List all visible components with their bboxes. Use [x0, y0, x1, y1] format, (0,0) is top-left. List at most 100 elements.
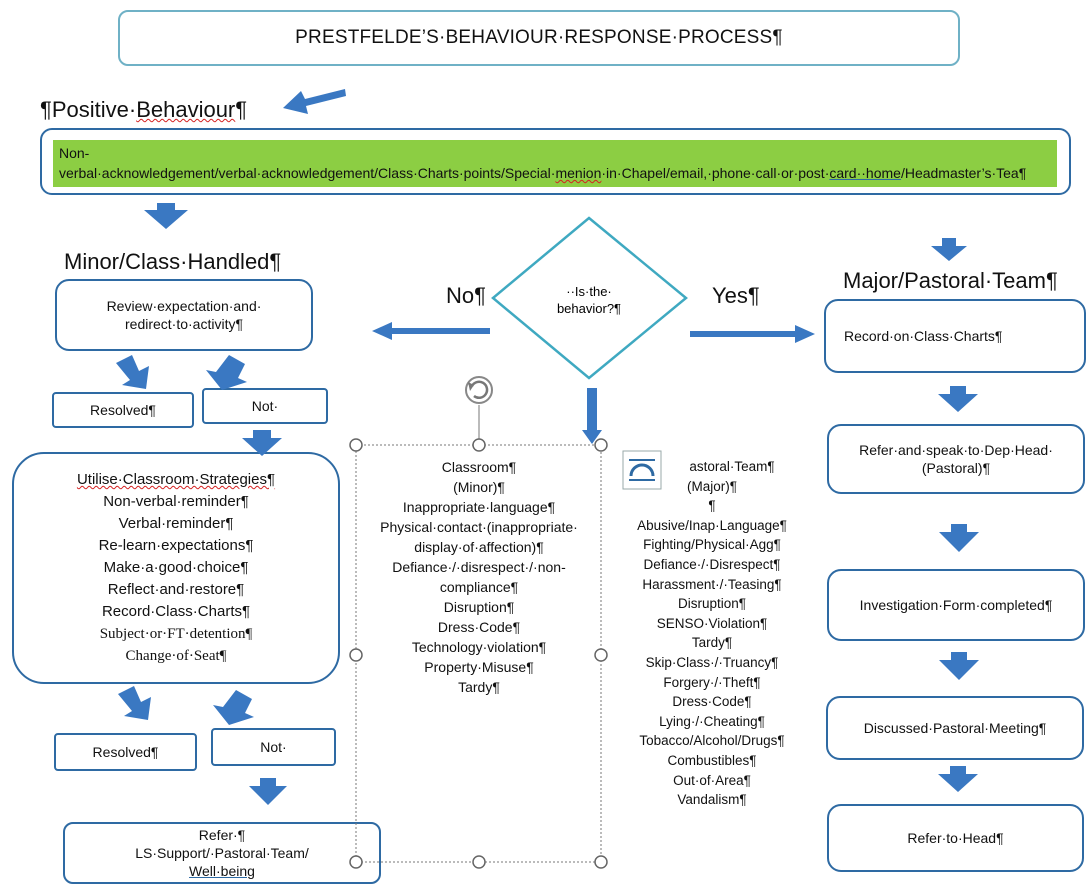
arrow-icon: [938, 766, 978, 792]
strategy-item: Reflect·and·restore¶: [107, 581, 245, 598]
resize-handle: [594, 855, 608, 869]
positive-text-b: menion: [555, 165, 602, 181]
major-step-label: Investigation·Form·completed¶: [859, 597, 1053, 613]
classroom-list-item: Physical·contact·(inappropriate·: [380, 519, 578, 535]
text-wrap-icon[interactable]: [622, 450, 662, 490]
positive-text-c: ·in·Chapel/email,·phone·call·or·post·: [601, 165, 830, 181]
arrow-icon: [144, 203, 188, 229]
arrow-icon: [249, 778, 287, 805]
major-heading: Major/Pastoral·Team¶: [843, 268, 1058, 293]
yes-label: Yes¶: [712, 283, 760, 308]
pastoral-list-item: Tobacco/Alcohol/Drugs¶: [639, 733, 785, 749]
major-step-label: Discussed·Pastoral·Meeting¶: [863, 720, 1047, 736]
pastoral-list-item: Forgery·/·Theft¶: [663, 674, 761, 690]
refer-line-2: LS·Support/·Pastoral·Team/Well·being: [135, 844, 309, 880]
positive-text-a: Non-verbal·acknowledgement/verbal·acknow…: [59, 145, 556, 181]
review-line-2: redirect·to·activity¶: [125, 316, 243, 332]
decision-question: ··Is·the·: [566, 284, 612, 299]
pastoral-list-item: Dress·Code¶: [672, 694, 752, 710]
arrow-icon: [931, 238, 967, 261]
arrow-icon: [690, 325, 815, 343]
pastoral-list-item: Combustibles¶: [667, 752, 757, 768]
classroom-list-item: Disruption¶: [443, 599, 515, 615]
arrow-icon: [582, 388, 602, 444]
classroom-list-item: display·of·affection)¶: [414, 539, 544, 555]
pastoral-list-item: Abusive/Inap·Language¶: [637, 517, 787, 533]
positive-heading-pre: ¶Positive·: [40, 97, 137, 122]
major-step-label: Refer·to·Head¶: [907, 830, 1004, 846]
not-label-2: Not·: [260, 739, 287, 755]
major-step-refer-head: Refer·to·Head¶: [827, 804, 1084, 872]
strategy-item: Change·of·Seat¶: [125, 648, 227, 664]
strategy-item: Make·a·good·choice¶: [103, 559, 249, 576]
pastoral-list-item: astoral·Team¶: [689, 459, 775, 474]
arrow-icon: [242, 430, 282, 456]
arrow-icon: [213, 690, 254, 725]
positive-heading: ¶Positive·Behaviour¶: [40, 97, 247, 123]
strategy-item: Record·Class·Charts¶: [101, 603, 251, 620]
page-title-box: PRESTFELDE’S·BEHAVIOUR·RESPONSE·PROCESS¶: [118, 10, 960, 66]
decision-question: behavior?¶: [557, 301, 621, 316]
resize-handle: [349, 438, 363, 452]
strategy-item: Verbal·reminder¶: [118, 515, 234, 532]
arrow-icon: [939, 652, 979, 680]
positive-text-d: card··home: [829, 165, 901, 181]
classroom-list-item: Dress·Code¶: [437, 619, 521, 635]
resize-handle: [349, 648, 363, 662]
pastoral-list-item: Skip·Class·/·Truancy¶: [645, 654, 779, 670]
pastoral-list-item: (Major)¶: [687, 478, 737, 494]
pastoral-list-item: Harassment·/·Teasing¶: [642, 576, 782, 592]
pastoral-list-item: SENSO·Violation¶: [656, 615, 768, 631]
pastoral-list-item: Out·of·Area¶: [673, 772, 751, 788]
strategy-item: Re-learn·expectations¶: [98, 537, 254, 554]
resize-handle: [594, 648, 608, 662]
positive-text-e: /Headmaster’s·Tea¶: [900, 165, 1027, 181]
classroom-list-item: Technology·violation¶: [411, 639, 547, 655]
pastoral-list-item: ¶: [708, 498, 716, 514]
major-step-record: Record·on·Class·Charts¶: [824, 299, 1086, 373]
classroom-list: Classroom¶ (Minor)¶ Inappropriate·langua…: [362, 457, 596, 697]
pastoral-list-item: Tardy¶: [691, 635, 733, 651]
review-line-1: Review·expectation·and·: [106, 298, 262, 314]
resize-handle: [472, 855, 486, 869]
positive-heading-word: Behaviour: [136, 97, 236, 122]
classroom-list-item: Tardy¶: [458, 679, 500, 695]
minor-heading: Minor/Class·Handled¶: [64, 249, 282, 274]
decision-diamond: [491, 216, 688, 380]
strategies-box: Utilise·Classroom·Strategies¶ Non-verbal…: [12, 452, 340, 684]
page-title: PRESTFELDE’S·BEHAVIOUR·RESPONSE·PROCESS¶: [295, 27, 783, 48]
arrow-icon: [372, 322, 490, 340]
classroom-list-item: Inappropriate·language¶: [402, 499, 556, 515]
pastoral-list-item: Fighting/Physical·Agg¶: [643, 537, 781, 553]
refer-box: Refer·¶ LS·Support/·Pastoral·Team/Well·b…: [63, 822, 381, 884]
not-label-1: Not·: [251, 398, 279, 414]
resolved-label-1: Resolved¶: [90, 402, 156, 418]
resolved-box-2: Resolved¶: [54, 733, 197, 771]
not-box-1: Not·: [202, 388, 328, 424]
classroom-list-item: (Minor)¶: [453, 479, 505, 495]
major-step-pastoral-meeting: Discussed·Pastoral·Meeting¶: [826, 696, 1084, 760]
resize-handle: [472, 438, 486, 452]
refer-line-1: Refer·¶: [198, 827, 246, 843]
arrow-icon: [206, 355, 247, 390]
resolved-label-2: Resolved¶: [92, 744, 159, 760]
pastoral-list-item: Vandalism¶: [677, 792, 747, 808]
strategy-item: Utilise·Classroom·Strategies¶: [76, 471, 276, 488]
resize-handle: [594, 438, 608, 452]
pastoral-list-item: Disruption¶: [677, 596, 747, 612]
arrow-icon: [116, 355, 149, 389]
rotate-handle-icon[interactable]: [465, 376, 493, 404]
arrow-icon: [939, 524, 979, 552]
major-step-label: (Pastoral)¶: [921, 460, 991, 476]
refer-line-2a: LS·Support/·Pastoral·Team/: [135, 845, 309, 861]
resolved-box-1: Resolved¶: [52, 392, 194, 428]
pastoral-list-item: Lying·/·Cheating¶: [659, 713, 765, 729]
pastoral-list-item: Defiance·/·Disrespect¶: [643, 556, 781, 572]
major-step-label: Record·on·Class·Charts¶: [844, 328, 1003, 344]
arrow-icon: [283, 89, 346, 114]
review-box: Review·expectation·and· redirect·to·acti…: [55, 279, 313, 351]
not-box-2: Not·: [211, 728, 336, 766]
classroom-list-item: Defiance·/·disrespect·/·non-: [392, 559, 566, 575]
positive-text: Non-verbal·acknowledgement/verbal·acknow…: [53, 140, 1057, 187]
